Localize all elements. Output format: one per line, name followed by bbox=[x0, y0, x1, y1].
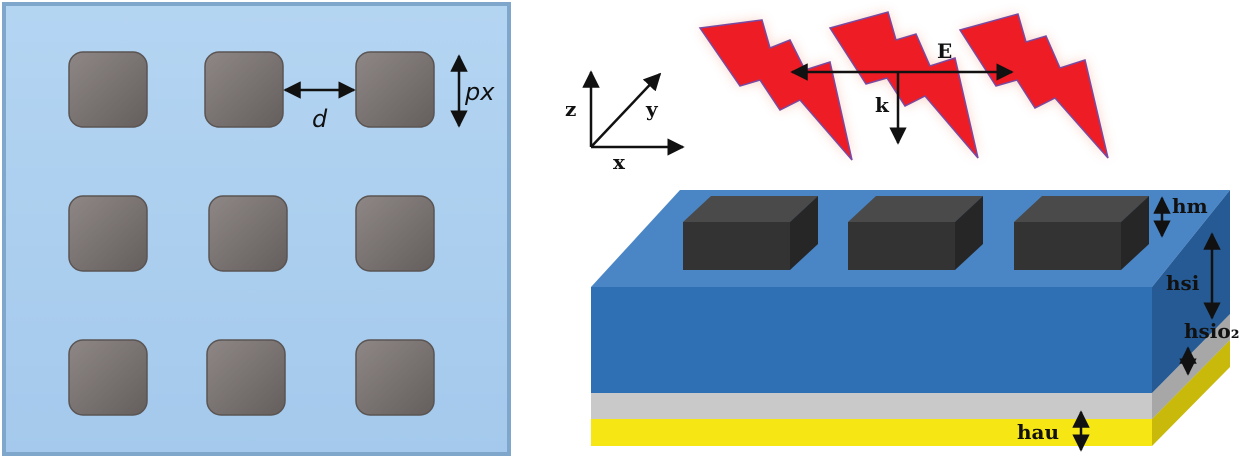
metal-block-side bbox=[1121, 196, 1149, 270]
metal-block-front bbox=[848, 222, 955, 270]
metal-block-top bbox=[1014, 196, 1149, 222]
metal-block-front bbox=[683, 222, 790, 270]
y-axis bbox=[590, 72, 662, 148]
si-layer-front bbox=[591, 287, 1152, 393]
nanoblock bbox=[68, 195, 148, 272]
metal-blocks bbox=[683, 196, 1149, 270]
nanoblock bbox=[206, 339, 286, 416]
hm-label: hm bbox=[1172, 194, 1208, 218]
coordinate-axes: z y x bbox=[565, 70, 685, 174]
nanoblock bbox=[355, 51, 435, 128]
gold-layer-side bbox=[1152, 340, 1230, 446]
nanoblock bbox=[204, 51, 284, 128]
incident-light: E k bbox=[698, 11, 1109, 161]
x-axis-label: x bbox=[613, 150, 626, 174]
metal-block-front bbox=[1014, 222, 1121, 270]
E-label: E bbox=[937, 39, 952, 63]
metal-block-side bbox=[955, 196, 983, 270]
px-label: px bbox=[464, 78, 495, 106]
metal-block-top bbox=[848, 196, 983, 222]
nanoblock bbox=[208, 195, 288, 272]
nanoblock-grid bbox=[68, 51, 435, 416]
lightning-bolt-icon bbox=[698, 19, 853, 161]
d-label: d bbox=[312, 105, 328, 133]
sio2-layer-front bbox=[591, 393, 1152, 419]
top-view-panel: d px bbox=[2, 2, 511, 456]
nanoblock bbox=[68, 51, 148, 128]
z-axis-label: z bbox=[565, 97, 576, 121]
hau-label: hau bbox=[1017, 420, 1059, 444]
metal-block-top bbox=[683, 196, 818, 222]
nanoblock bbox=[68, 339, 148, 416]
metal-block-side bbox=[790, 196, 818, 270]
nanoblock bbox=[355, 339, 435, 416]
gold-layer-front bbox=[591, 419, 1152, 446]
hsi-label: hsi bbox=[1166, 271, 1200, 295]
k-label: k bbox=[875, 93, 890, 117]
hsio2-label: hsio₂ bbox=[1184, 319, 1240, 343]
lightning-bolt-icon bbox=[828, 11, 979, 159]
layered-structure: hm hsi hsio₂ hau bbox=[591, 190, 1240, 452]
y-axis-label: y bbox=[645, 97, 659, 121]
nanoblock bbox=[355, 195, 435, 272]
lightning-bolt-icon bbox=[958, 13, 1109, 159]
